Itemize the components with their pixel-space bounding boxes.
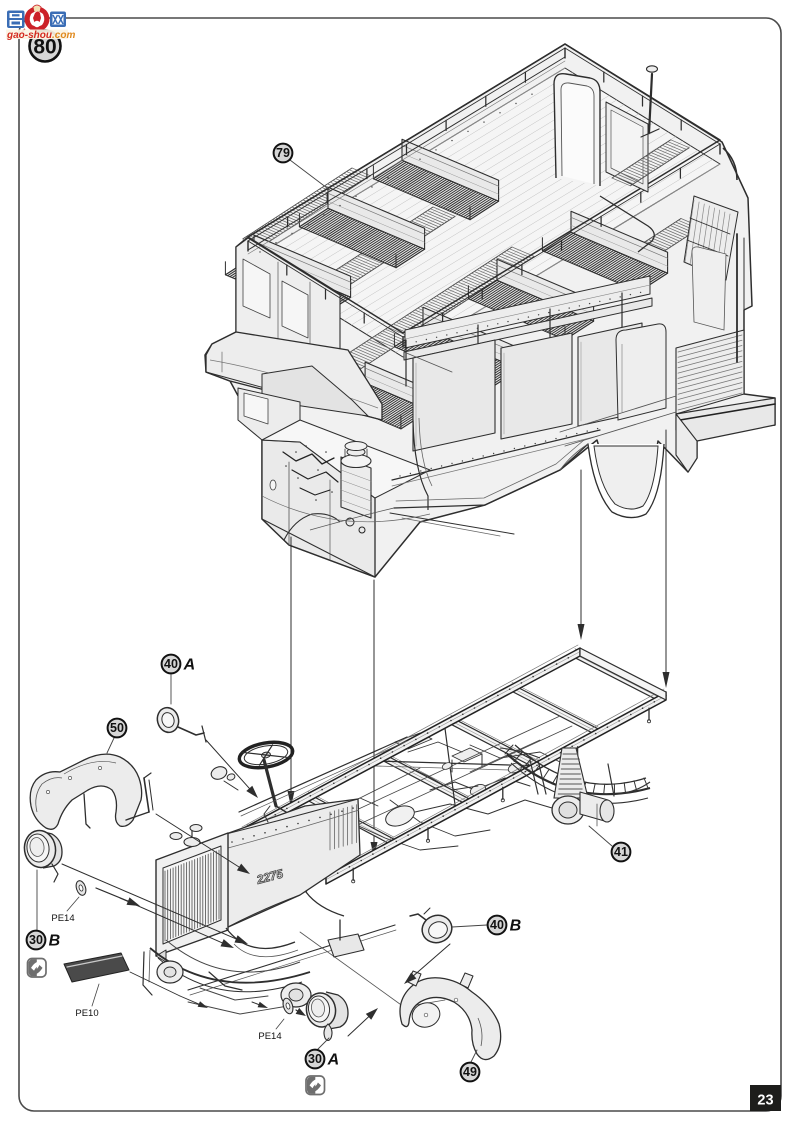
- svg-text:B: B: [49, 933, 61, 950]
- svg-text:B: B: [510, 918, 522, 935]
- svg-text:gao-shou: gao-shou: [6, 30, 52, 41]
- svg-text:A: A: [327, 1052, 340, 1069]
- svg-text:.com: .com: [52, 30, 75, 41]
- svg-text:PE14: PE14: [51, 913, 74, 924]
- svg-text:30: 30: [308, 1052, 322, 1066]
- svg-text:40: 40: [490, 918, 504, 932]
- svg-text:49: 49: [463, 1065, 477, 1079]
- svg-text:79: 79: [276, 146, 290, 160]
- svg-text:30: 30: [29, 933, 43, 947]
- svg-text:23: 23: [757, 1093, 773, 1109]
- svg-text:A: A: [183, 657, 196, 674]
- svg-text:80: 80: [33, 36, 56, 59]
- svg-text:PE14: PE14: [258, 1031, 281, 1042]
- svg-text:41: 41: [614, 845, 628, 859]
- svg-text:PE10: PE10: [75, 1008, 98, 1019]
- svg-text:50: 50: [110, 721, 124, 735]
- svg-text:40: 40: [164, 657, 178, 671]
